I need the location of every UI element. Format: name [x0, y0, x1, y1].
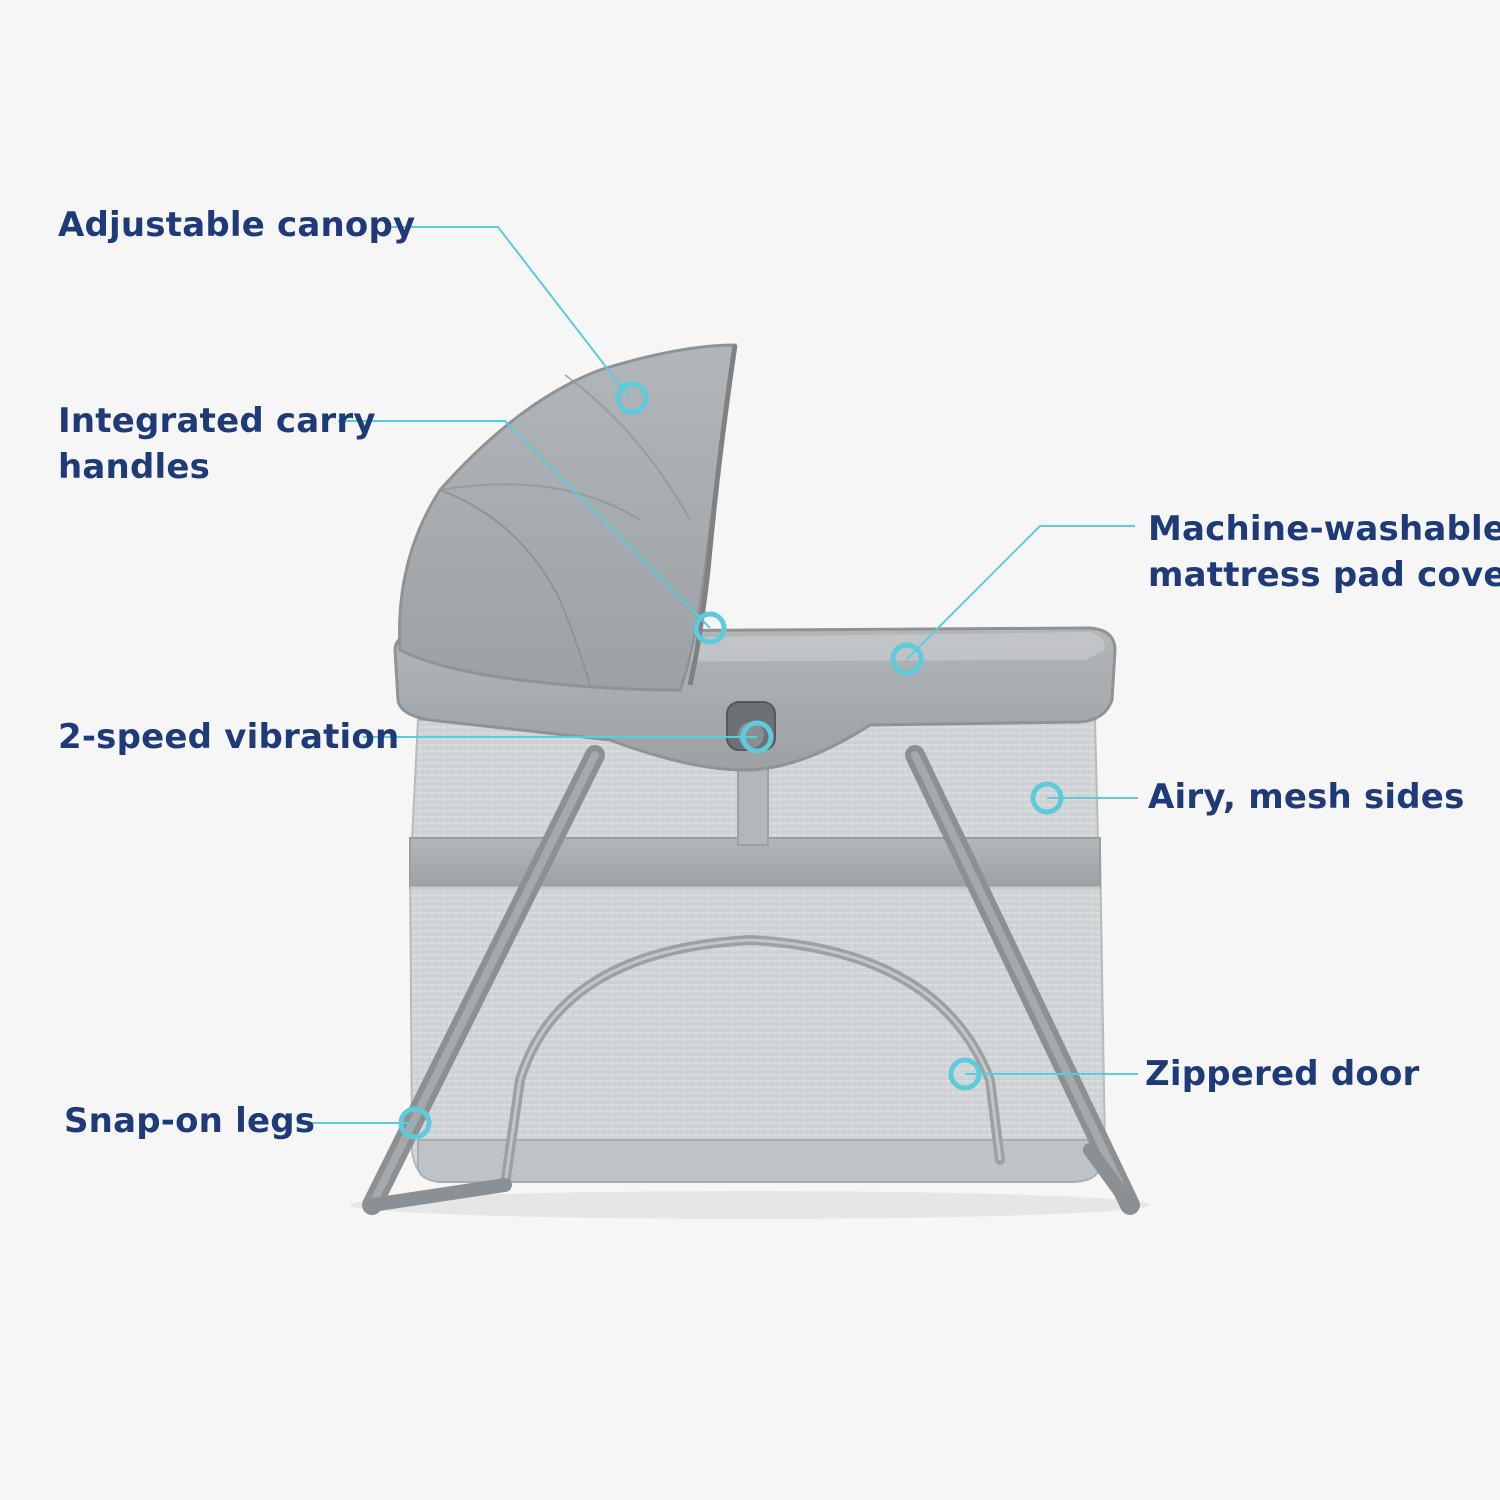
label-carry-handles: Integrated carry handles	[58, 398, 376, 490]
label-line: Adjustable canopy	[58, 205, 416, 245]
callout-line-canopy	[385, 226, 631, 399]
label-line: 2-speed vibration	[58, 717, 400, 757]
label-zippered-door: Zippered door	[1145, 1051, 1419, 1097]
circle-hotspot-icon	[740, 720, 774, 754]
label-line: Zippered door	[1145, 1054, 1420, 1094]
label-line: mattress pad cover	[1148, 555, 1500, 595]
label-vibration: 2-speed vibration	[58, 714, 399, 760]
circle-hotspot-icon	[398, 1106, 432, 1140]
circle-hotspot-icon	[615, 381, 649, 415]
mattress-base	[417, 1139, 1099, 1183]
circle-hotspot-icon	[1030, 781, 1064, 815]
callout-line-mattress	[906, 525, 1135, 660]
label-adjustable-canopy: Adjustable canopy	[58, 202, 415, 248]
label-line: Machine-washable	[1148, 509, 1500, 549]
label-line: Airy, mesh sides	[1148, 777, 1465, 817]
circle-hotspot-icon	[693, 611, 727, 645]
label-line: handles	[58, 447, 211, 487]
circle-hotspot-icon	[890, 642, 924, 676]
label-mattress-cover: Machine-washable mattress pad cover	[1148, 506, 1500, 598]
legs	[362, 745, 1140, 1215]
canopy	[398, 343, 737, 692]
hotspots	[398, 381, 1064, 1140]
callout-line-handles	[338, 420, 711, 629]
callout-lines	[297, 226, 1138, 1124]
label-mesh-sides: Airy, mesh sides	[1148, 774, 1465, 820]
circle-hotspot-icon	[948, 1057, 982, 1091]
label-line: Snap-on legs	[64, 1101, 316, 1141]
label-snap-legs: Snap-on legs	[64, 1098, 315, 1144]
floor-shadow	[350, 1191, 1150, 1219]
label-line: Integrated carry	[58, 401, 376, 441]
